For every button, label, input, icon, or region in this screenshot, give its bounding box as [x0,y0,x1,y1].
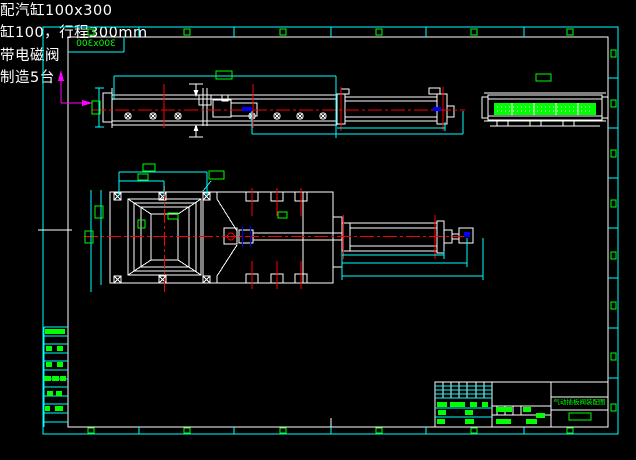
side-view [92,83,465,138]
side-view-dimensions [91,70,464,138]
ucs-axes-icon [58,70,93,106]
note-line-1: 配汽缸100x300 [0,3,113,19]
sheet-frame [38,26,619,435]
plan-view-bolts [113,192,211,284]
note-line-4: 制造5台 [0,70,55,87]
gate-opening-label: 300x300 [76,39,116,49]
title-block-title: 气动插板阀装配图 [553,398,606,406]
note-line-3: 带电磁阀 [0,47,60,64]
title-block [434,381,609,428]
side-view-bolts [124,112,327,120]
plan-view-dimensions [84,163,484,292]
seal-hatch [494,103,596,115]
end-view [481,73,609,127]
signature-strip [43,326,68,427]
zone-labels [87,28,617,434]
plan-view [84,186,474,292]
